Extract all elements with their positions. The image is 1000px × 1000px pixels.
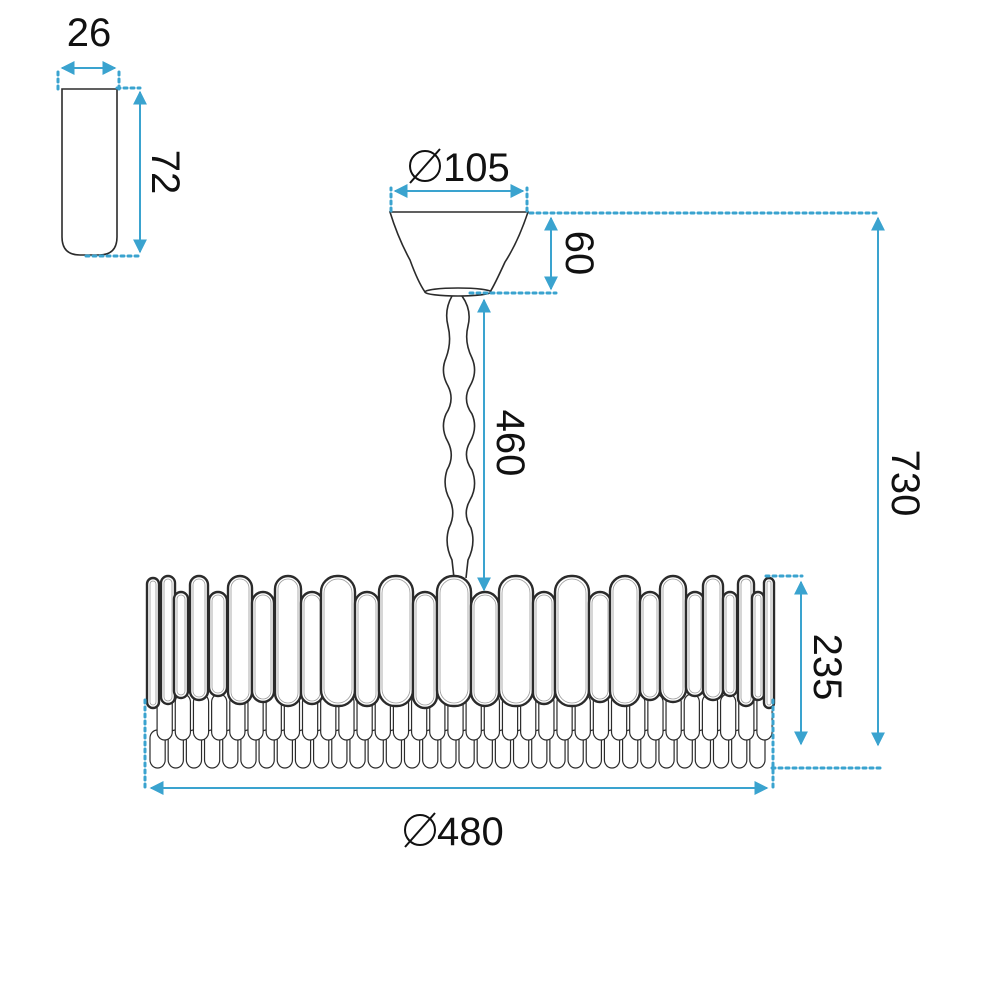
crystal-upper-inner bbox=[230, 578, 250, 702]
crystal-upper-inner bbox=[211, 594, 225, 694]
crystal-upper-inner bbox=[725, 594, 735, 694]
crystal-upper bbox=[172, 590, 190, 700]
crystal-upper-inner bbox=[254, 594, 272, 700]
crystal-upper-inner bbox=[591, 594, 609, 700]
crystal-upper bbox=[435, 574, 473, 708]
crystal-upper-inner bbox=[766, 580, 772, 706]
crystal-upper bbox=[353, 590, 381, 708]
crystal-upper-inner bbox=[149, 580, 157, 706]
crystal-upper-inner bbox=[192, 578, 206, 698]
diameter-icon bbox=[409, 148, 441, 184]
crystal-upper-inner bbox=[277, 578, 299, 704]
crystal-upper bbox=[411, 590, 439, 710]
crystal-upper-inner bbox=[439, 578, 469, 704]
canopy-outline bbox=[388, 211, 530, 293]
crystal-detail: 26 72 bbox=[56, 11, 187, 258]
crystal-upper-inner bbox=[473, 594, 497, 704]
crystal-upper bbox=[145, 576, 161, 710]
crystal-upper-inner bbox=[557, 578, 587, 704]
crystal-upper bbox=[608, 574, 642, 708]
suspension-chain: 460 bbox=[442, 295, 532, 592]
crystal-middle bbox=[719, 693, 737, 741]
crystal-upper-inner bbox=[163, 578, 173, 702]
canopy-height-label: 60 bbox=[557, 231, 601, 276]
crystal-upper bbox=[319, 574, 357, 708]
crystal-upper bbox=[497, 574, 535, 708]
crystal-upper bbox=[377, 574, 415, 708]
crystal-upper bbox=[721, 590, 739, 698]
crystal-outline bbox=[61, 88, 118, 256]
crystal-upper-inner bbox=[415, 594, 435, 706]
crystal-upper-inner bbox=[357, 594, 377, 704]
crystal-upper bbox=[750, 590, 766, 702]
crystal-upper bbox=[273, 574, 303, 708]
crystal-upper bbox=[226, 574, 254, 706]
crystal-upper-inner bbox=[535, 594, 553, 702]
crystal-upper-inner bbox=[381, 578, 411, 704]
upper-crystal-ring bbox=[145, 574, 776, 710]
body-height-label: 235 bbox=[805, 634, 849, 701]
total-height-dimension: 730 bbox=[770, 216, 927, 770]
chain-length-label: 460 bbox=[488, 410, 532, 477]
body-height-dimension: 235 bbox=[764, 574, 849, 746]
chain-left-edge bbox=[442, 295, 455, 579]
crystal-upper bbox=[658, 574, 688, 704]
crystal-upper bbox=[469, 590, 501, 708]
chandelier-body bbox=[145, 574, 776, 769]
crystal-upper-inner bbox=[662, 578, 684, 700]
canopy: 105 60 bbox=[388, 146, 880, 297]
body-diameter-dimension: 480 bbox=[143, 698, 775, 854]
crystal-upper-inner bbox=[612, 578, 638, 704]
crystal-width-label: 26 bbox=[67, 11, 112, 55]
canopy-diameter-label: 105 bbox=[443, 146, 510, 190]
crystal-upper-inner bbox=[501, 578, 531, 704]
crystal-upper-inner bbox=[688, 594, 702, 694]
body-diameter-label: 480 bbox=[437, 810, 504, 854]
crystal-upper-inner bbox=[176, 594, 186, 696]
crystal-upper-inner bbox=[705, 578, 721, 698]
crystal-height-label: 72 bbox=[143, 150, 187, 195]
diameter-icon bbox=[404, 812, 436, 848]
crystal-upper bbox=[553, 574, 591, 708]
chain-right-edge bbox=[461, 295, 476, 579]
crystal-upper-inner bbox=[323, 578, 353, 704]
crystal-upper-inner bbox=[642, 594, 658, 698]
crystal-upper bbox=[762, 576, 776, 710]
crystal-upper-inner bbox=[754, 594, 762, 698]
total-height-label: 730 bbox=[883, 450, 927, 517]
crystal-middle bbox=[174, 693, 192, 741]
crystal-middle bbox=[211, 693, 228, 741]
crystal-middle bbox=[683, 693, 700, 741]
